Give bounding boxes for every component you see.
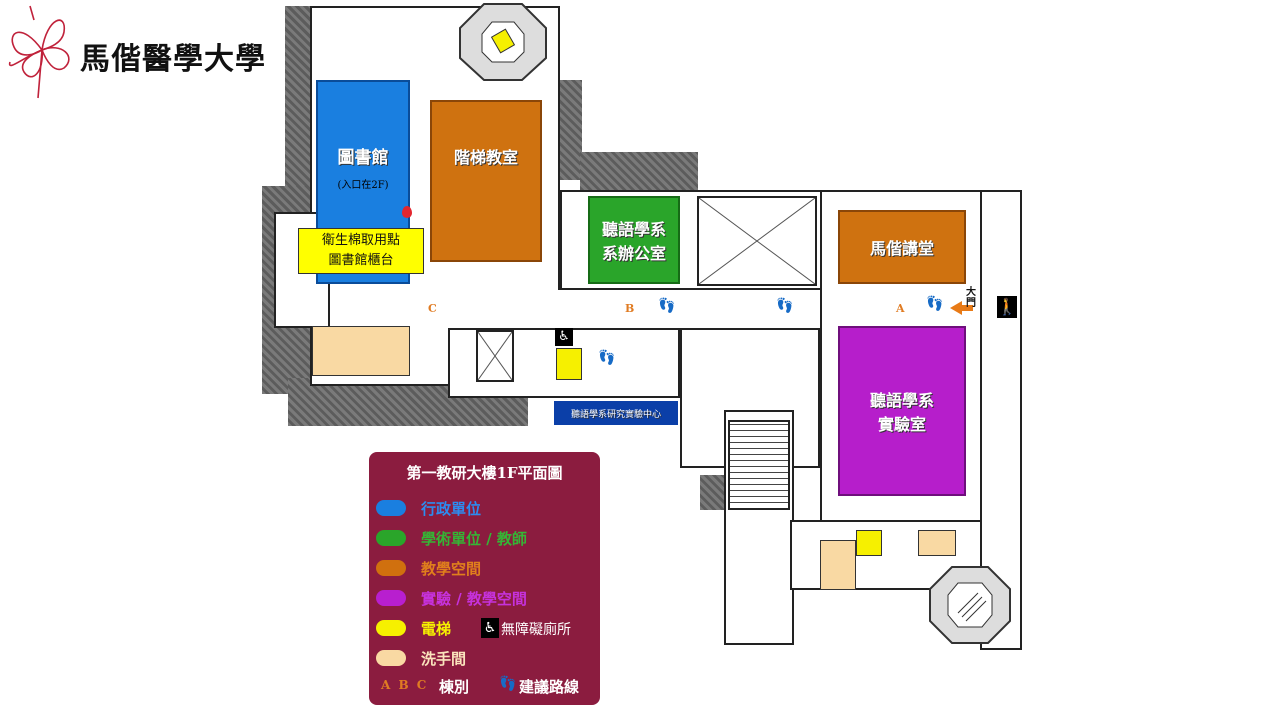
- blood-drop-icon: [402, 206, 412, 218]
- legend-label-accessible-toilet: 無障礙廁所: [501, 622, 571, 638]
- legend-building-letters: A B C: [381, 678, 429, 692]
- elevator-east: [856, 530, 882, 556]
- room-lab[interactable]: 聽語學系 實驗室: [838, 326, 966, 496]
- legend-label-lab: 實驗 / 教學空間: [421, 590, 527, 608]
- route-footprint-icon: 👣: [499, 676, 517, 692]
- legend-swatch-elevator: [376, 620, 406, 636]
- building-letter-b: B: [625, 302, 635, 315]
- room-library-label: 圖書館: [337, 148, 389, 168]
- room-lab-line2: 實驗室: [877, 415, 926, 434]
- wall-north-mid: [580, 152, 698, 194]
- legend-label-route: 建議路線: [519, 678, 580, 696]
- accessible-toilet-icon: ♿: [555, 328, 573, 346]
- legend-label-academic: 學術單位 / 教師: [421, 530, 527, 548]
- building-letter-a: A: [896, 302, 905, 315]
- entrance-arrow-shaft: [961, 305, 973, 311]
- plum-blossom-icon: [8, 5, 70, 99]
- route-footprint-icon: 👣: [598, 350, 616, 366]
- legend-swatch-teaching: [376, 560, 406, 576]
- south-stair-tower: [929, 566, 1011, 644]
- restroom-west: [312, 326, 410, 376]
- logo: 馬偕醫學大學: [0, 0, 280, 100]
- legend-title: 第一教研大樓1F平面圖: [406, 464, 563, 482]
- notice-box: 衛生棉取用點 圖書館櫃台: [298, 228, 424, 274]
- entrance-label: 大門: [966, 287, 976, 309]
- room-dept-office[interactable]: 聽語學系 系辦公室: [588, 196, 680, 284]
- wall-lecture-east: [556, 80, 582, 180]
- room-research-center[interactable]: 聽語學系研究實驗中心: [553, 400, 679, 426]
- legend-label-elevator: 電梯: [421, 620, 452, 638]
- legend-swatch-academic: [376, 530, 406, 546]
- legend-swatch-admin: [376, 500, 406, 516]
- notice-line1: 衛生棉取用點: [321, 233, 400, 248]
- notice-line2: 圖書館櫃台: [328, 253, 394, 268]
- room-research-center-label: 聽語學系研究實驗中心: [570, 409, 661, 420]
- elevator-shaft-mid: [697, 196, 817, 286]
- stair-south: [728, 420, 790, 510]
- legend-swatch-restroom: [376, 650, 406, 666]
- entrance-arrow-icon: [950, 301, 962, 315]
- building-letter-c: C: [428, 302, 437, 315]
- accessible-toilet-icon: ♿: [481, 618, 499, 638]
- north-stair-tower: [459, 3, 547, 81]
- elevator-shaft-south: [476, 330, 514, 382]
- restroom-east: [820, 540, 856, 590]
- room-lab-line1: 聽語學系: [869, 391, 934, 410]
- room-lecture-hall-label: 階梯教室: [453, 148, 518, 167]
- legend-swatch-lab: [376, 590, 406, 606]
- legend: 第一教研大樓1F平面圖 行政單位 學術單位 / 教師 教學空間 實驗 / 教學空…: [369, 452, 600, 705]
- legend-label-restroom: 洗手間: [421, 650, 467, 668]
- walking-person-icon: 🚶: [997, 296, 1017, 318]
- room-lecture-hall[interactable]: 階梯教室: [430, 100, 542, 262]
- route-footprint-icon: 👣: [776, 298, 794, 314]
- legend-label-teaching: 教學空間: [421, 560, 482, 578]
- legend-label-admin: 行政單位: [421, 500, 482, 518]
- wall-stair-west: [700, 475, 725, 510]
- restroom-east-2: [918, 530, 956, 556]
- route-footprint-icon: 👣: [658, 298, 676, 314]
- legend-label-building: 棟別: [439, 678, 470, 696]
- route-footprint-icon: 👣: [926, 296, 944, 312]
- room-mackay-hall[interactable]: 馬偕講堂: [838, 210, 966, 284]
- logo-text: 馬偕醫學大學: [80, 42, 266, 77]
- room-dept-office-line2: 系辦公室: [601, 244, 666, 263]
- room-library-entry: (入口在2F): [337, 180, 389, 191]
- room-mackay-hall-label: 馬偕講堂: [869, 239, 934, 258]
- elevator-mid: [556, 348, 582, 380]
- room-dept-office-line1: 聽語學系: [601, 220, 666, 239]
